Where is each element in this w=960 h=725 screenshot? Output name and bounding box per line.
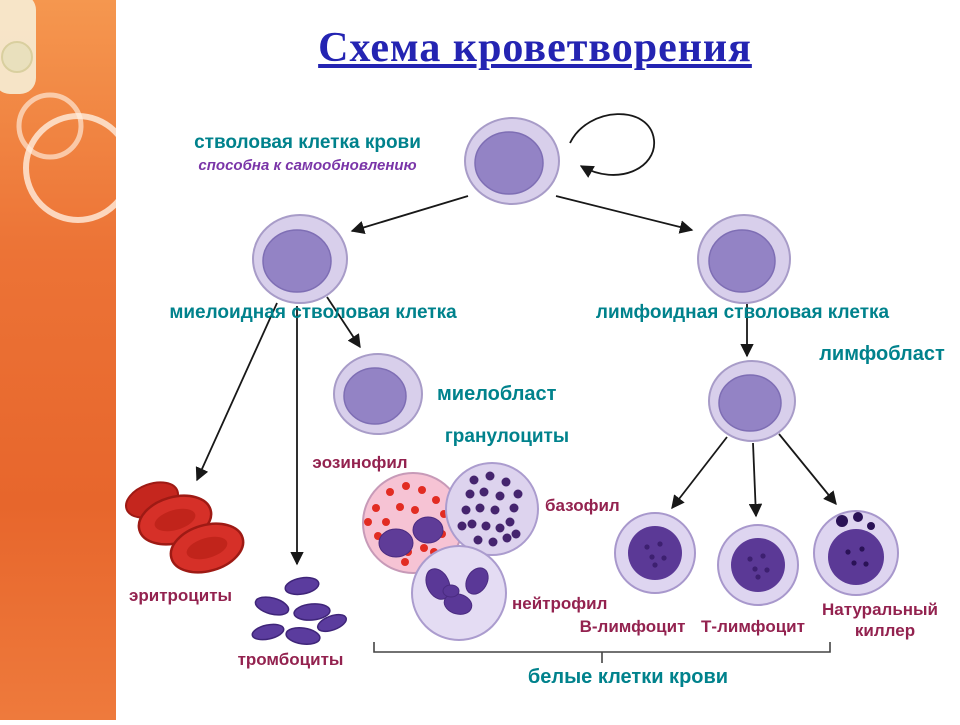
ring-small-icon bbox=[16, 92, 84, 160]
arrow-lymphoblast-to-b bbox=[671, 436, 728, 510]
t-lymphocyte-cell bbox=[717, 524, 799, 606]
lymphoid-stem-cell bbox=[697, 214, 791, 304]
arrow-stem-to-myeloid bbox=[350, 195, 469, 234]
arrows bbox=[195, 113, 837, 566]
label-granulocytes: гранулоциты bbox=[444, 426, 570, 447]
stem-cell bbox=[464, 117, 560, 205]
self-renewal-arrow bbox=[569, 113, 655, 178]
white-cells-bracket bbox=[373, 642, 831, 663]
label-t-lymphocyte: Т-лимфоцит bbox=[701, 617, 805, 636]
arrow-myeloid-to-myeloblast bbox=[326, 296, 361, 349]
arrow-myeloid-to-erythrocytes bbox=[195, 302, 278, 482]
b-lymphocyte-cell bbox=[614, 512, 696, 594]
arrow-lymphoblast-to-t bbox=[748, 442, 763, 518]
arrow-lymphoblast-to-nk bbox=[778, 433, 837, 506]
label-myeloblast: миелобласт bbox=[437, 383, 557, 405]
strip-ornaments bbox=[0, 0, 133, 223]
label-stem-cell-note: способна к самообновлению bbox=[198, 157, 417, 174]
myeloblast-cell bbox=[333, 353, 423, 435]
decorative-left-strip bbox=[0, 0, 133, 720]
label-eosinophil: эозинофил bbox=[312, 453, 408, 472]
platelets-cells bbox=[251, 576, 348, 646]
label-platelets: тромбоциты bbox=[237, 650, 344, 669]
neutrophil-cell bbox=[411, 545, 507, 641]
label-natural-killer-line1: Натуральный bbox=[821, 600, 939, 619]
label-stem-cell: стволовая клетка крови bbox=[194, 132, 421, 153]
label-basophil: базофил bbox=[545, 496, 620, 515]
page-title: Схема кроветворения bbox=[318, 25, 752, 71]
label-white-blood-cells: белые клетки крови bbox=[527, 666, 729, 688]
label-erythrocytes: эритроциты bbox=[128, 586, 233, 605]
label-b-lymphocyte: В-лимфоцит bbox=[579, 617, 686, 636]
erythrocytes-cells bbox=[125, 481, 245, 574]
label-lymphoid-stem-cell: лимфоидная стволовая клетка bbox=[595, 302, 890, 323]
arrow-stem-to-lymphoid bbox=[555, 195, 694, 234]
basophil-cell bbox=[445, 462, 539, 556]
label-neutrophil: нейтрофил bbox=[512, 594, 608, 613]
label-myeloid-stem-cell: миелоидная стволовая клетка bbox=[169, 302, 457, 323]
myeloid-stem-cell bbox=[252, 214, 348, 304]
label-lymphoblast: лимфобласт bbox=[819, 343, 945, 365]
corner-circle bbox=[1, 41, 33, 73]
natural-killer-cell bbox=[813, 510, 899, 596]
label-natural-killer-line2: киллер bbox=[854, 621, 916, 640]
lymphoblast-cell bbox=[708, 360, 796, 442]
